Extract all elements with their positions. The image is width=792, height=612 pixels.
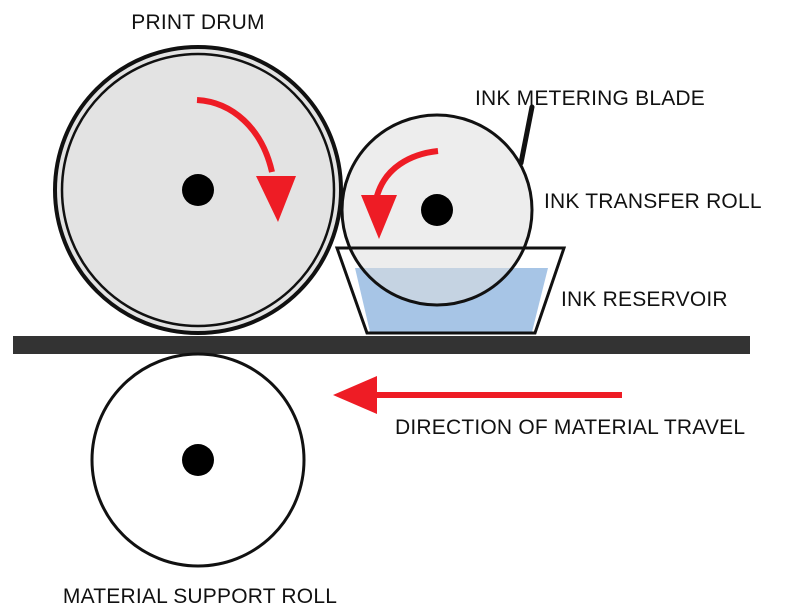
transfer-roll-rotation-arrow [374, 148, 439, 197]
label-print-drum: PRINT DRUM [131, 11, 264, 34]
print-drum-inner-ring [60, 52, 336, 328]
print-drum-axle [182, 174, 214, 206]
ink-metering-blade [518, 104, 535, 166]
label-ink-reservoir: INK RESERVOIR [561, 288, 728, 311]
material-support-roll-axle [182, 444, 214, 476]
label-direction-of-material-travel: DIRECTION OF MATERIAL TRAVEL [395, 416, 745, 439]
print-drum-rotation-arrowhead [256, 176, 296, 222]
print-drum-rotation-arrow [196, 97, 275, 173]
label-ink-metering-blade: INK METERING BLADE [475, 87, 705, 110]
label-ink-transfer-roll: INK TRANSFER ROLL [544, 190, 762, 213]
transfer-roll-rotation-arrowhead [361, 195, 397, 239]
ink-transfer-roll-axle [421, 194, 453, 226]
label-material-support-roll: MATERIAL SUPPORT ROLL [63, 585, 337, 608]
material-travel-arrowhead [333, 376, 377, 414]
material-web [13, 336, 750, 354]
ink-reservoir-tray [334, 246, 567, 335]
